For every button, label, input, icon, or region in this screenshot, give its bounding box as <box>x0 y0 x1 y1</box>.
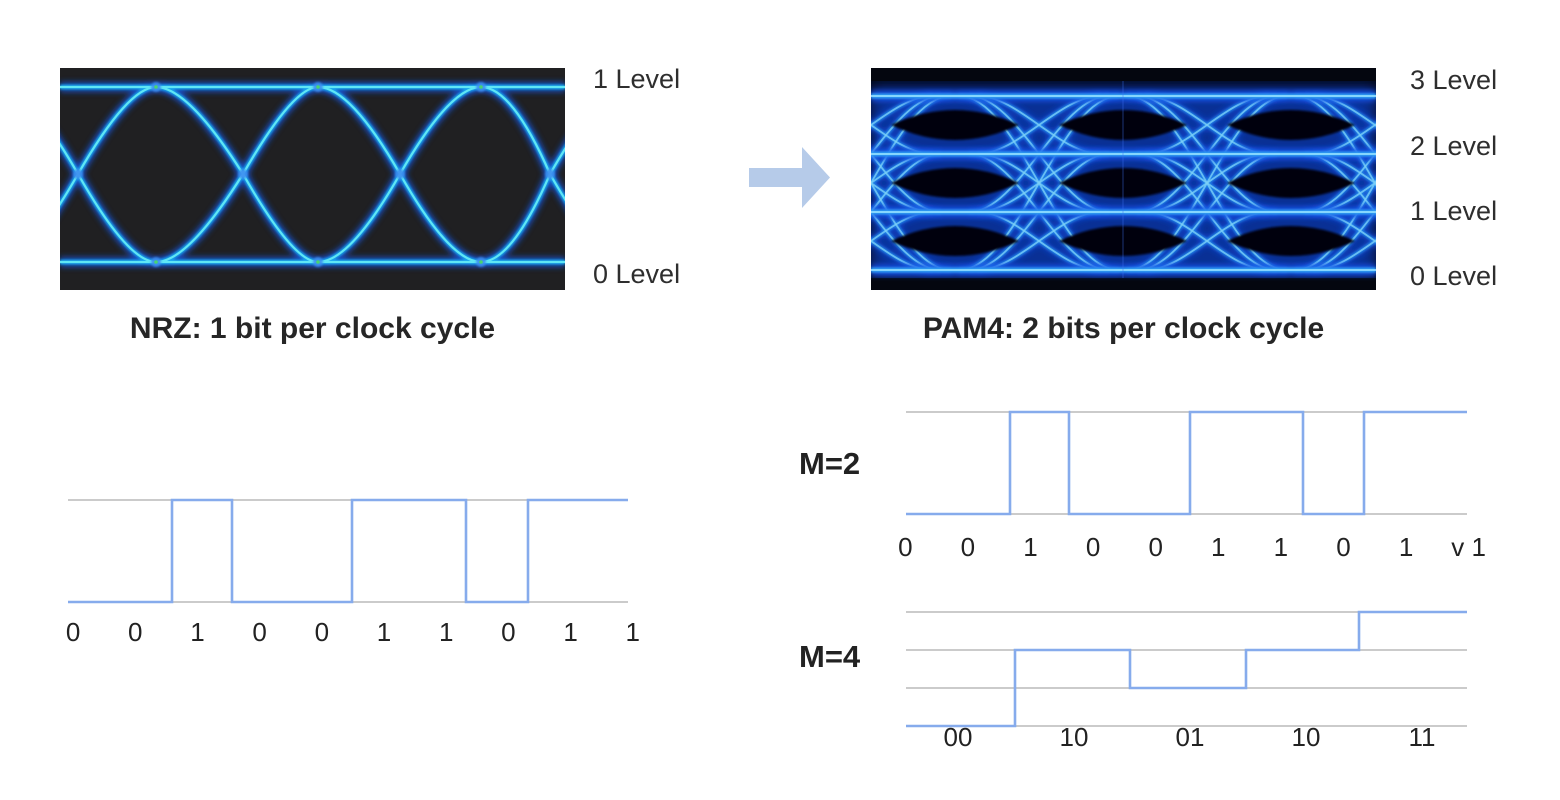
m2-bit-label: 0 <box>1085 532 1101 562</box>
m2-bit-label: 1 <box>1273 532 1289 562</box>
m4-symbol-label: 11 <box>1408 722 1436 752</box>
nrz-bit-label: 0 <box>252 617 267 647</box>
m2-bit-label: 0 <box>1336 532 1351 562</box>
m2-bit-label: 1 <box>1398 532 1414 562</box>
nrz-signal-trace <box>68 498 628 604</box>
nrz-bit-labels: 0 0 1 0 0 1 1 0 1 1 <box>42 616 664 648</box>
m2-bit-label: v 1 <box>1451 532 1486 562</box>
nrz-waveform-chart <box>68 498 628 604</box>
m2-bit-label: 0 <box>898 532 913 562</box>
nrz-eye-background <box>60 68 565 290</box>
nrz-bit-label: 1 <box>376 617 392 647</box>
nrz-bit-label: 1 <box>625 617 641 647</box>
pam4-level-label-1: 1 Level <box>1410 196 1498 226</box>
m4-label: M=4 <box>799 639 861 674</box>
m2-waveform-chart <box>906 410 1467 516</box>
nrz-level-label-1: 1 Level <box>593 64 681 94</box>
nrz-bit-label: 0 <box>65 617 81 647</box>
m4-symbol-label: 10 <box>1059 722 1089 752</box>
m4-symbol-label: 10 <box>1291 722 1321 752</box>
nrz-bit-label: 1 <box>563 617 578 647</box>
right-arrow-icon <box>749 147 830 208</box>
nrz-bit-label: 0 <box>501 617 516 647</box>
m4-symbol-label: 01 <box>1175 722 1205 752</box>
pam4-level-label-3: 3 Level <box>1410 65 1498 95</box>
m4-waveform-chart <box>906 610 1467 728</box>
pam4-level-label-2: 2 Level <box>1410 131 1498 161</box>
pam4-title: PAM4: 2 bits per clock cycle <box>922 312 1325 345</box>
m4-symbol-labels: 00 10 01 10 11 <box>900 721 1480 753</box>
nrz-bit-label: 1 <box>438 617 454 647</box>
m4-symbol-label: 00 <box>943 722 973 752</box>
nrz-bit-label: 1 <box>190 617 205 647</box>
m2-bit-label: 1 <box>1211 532 1226 562</box>
pam4-eye-diagram <box>871 68 1376 290</box>
m2-bit-label: 0 <box>960 532 976 562</box>
m2-bit-labels: 0 0 1 0 0 1 1 0 1 v 1 <box>874 531 1500 563</box>
nrz-bit-label: 0 <box>128 617 143 647</box>
nrz-eye-diagram <box>60 68 565 290</box>
m2-bit-label: 0 <box>1148 532 1163 562</box>
pam4-level-label-0: 0 Level <box>1410 261 1498 291</box>
nrz-level-label-0: 0 Level <box>593 259 681 289</box>
m2-label: M=2 <box>799 446 861 481</box>
nrz-title: NRZ: 1 bit per clock cycle <box>129 312 496 345</box>
m2-signal-trace <box>906 410 1467 516</box>
m4-signal-trace <box>906 610 1467 728</box>
m2-bit-label: 1 <box>1023 532 1038 562</box>
nrz-bit-label: 0 <box>314 617 330 647</box>
